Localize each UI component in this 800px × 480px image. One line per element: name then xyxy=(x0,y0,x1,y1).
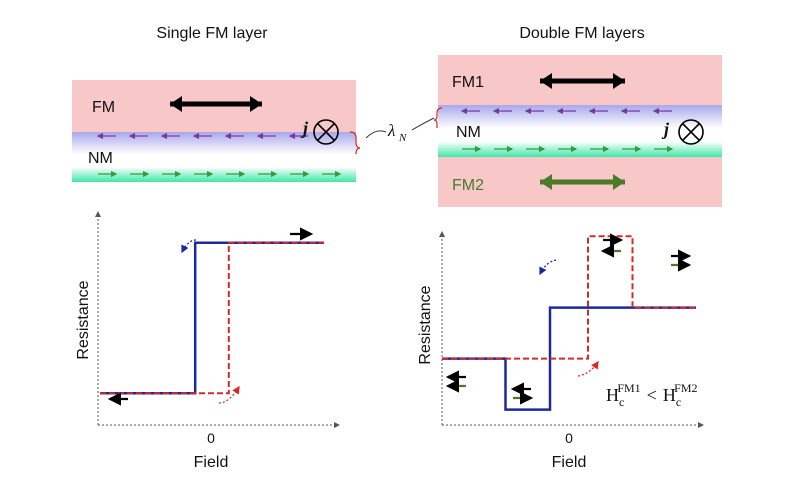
y-axis-label: Resistance xyxy=(75,280,92,359)
fm2-label: FM2 xyxy=(452,177,484,194)
svg-text:N: N xyxy=(398,132,407,144)
sweep-down-direction-arrow-double xyxy=(539,259,557,276)
current-into-page-icon xyxy=(313,119,339,145)
x-axis-label-double: Field xyxy=(552,454,587,471)
left-panel-title: Single FM layer xyxy=(156,25,268,42)
x-axis-label: Field xyxy=(194,454,229,471)
fm-label: FM xyxy=(92,99,115,116)
x-zero-tick-double: 0 xyxy=(565,430,573,446)
sweep-up-curve-double xyxy=(442,235,696,360)
nm-label-double: NM xyxy=(456,124,481,141)
left-resistance-plot: Resistance Field 0 xyxy=(75,211,340,471)
spin-length-bracket-left xyxy=(349,131,361,155)
current-label: j xyxy=(300,118,309,138)
state-low-left xyxy=(445,370,466,393)
state-max xyxy=(600,233,624,258)
spin-diffusion-length-label: λ N xyxy=(365,117,435,144)
coercivity-condition: HcFM1<HcFM2 xyxy=(606,381,698,409)
sweep-down-direction-arrow xyxy=(181,239,197,254)
x-axis-arrowhead-double xyxy=(698,422,704,428)
state-min xyxy=(510,382,534,405)
nm-layer-double xyxy=(438,105,722,157)
current-label-double: j xyxy=(661,119,670,139)
left-stack: Single FM layer FM NM j xyxy=(72,25,361,182)
x-axis-arrowhead xyxy=(334,422,340,428)
fm1-label: FM1 xyxy=(452,74,484,91)
y-axis-arrowhead xyxy=(95,211,101,217)
spin-length-bracket-right xyxy=(433,107,443,128)
right-resistance-plot: Resistance Field 0 HcFM1<HcFM2 xyxy=(417,231,704,471)
right-stack: Double FM layers FM1 NM FM2 j xyxy=(433,25,722,207)
nm-label: NM xyxy=(88,150,113,167)
sweep-up-direction-arrow-double xyxy=(577,360,599,377)
sweep-down-curve-double xyxy=(442,306,696,411)
y-axis-label-double: Resistance xyxy=(417,285,434,364)
right-panel-title: Double FM layers xyxy=(519,25,644,42)
sweep-up-curve xyxy=(100,241,324,395)
sweep-up-direction-arrow xyxy=(218,385,240,404)
sweep-down-curve xyxy=(100,241,324,395)
x-zero-tick: 0 xyxy=(207,430,215,446)
current-into-page-icon-double xyxy=(678,119,704,145)
y-axis-arrowhead-double xyxy=(439,231,445,237)
svg-text:λ: λ xyxy=(387,121,395,140)
state-high-right xyxy=(671,249,692,272)
